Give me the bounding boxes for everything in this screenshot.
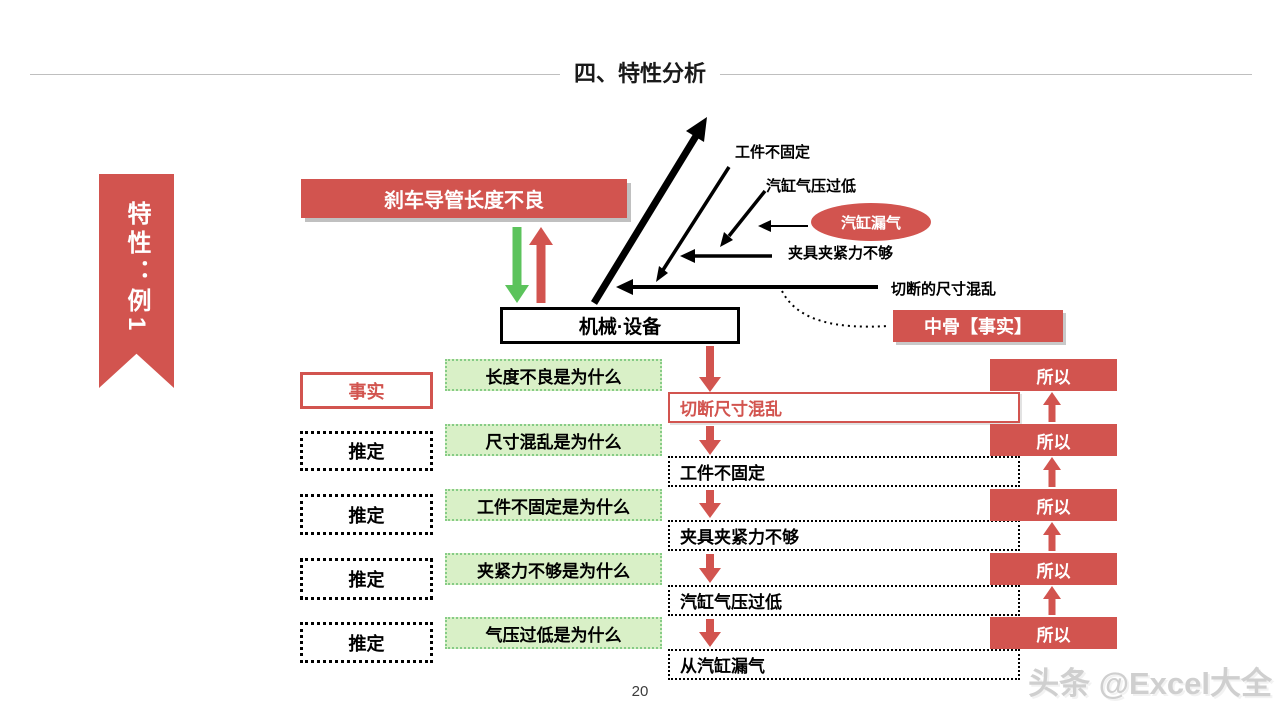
assumption-tag-box: 推定 xyxy=(300,431,433,471)
bone-arrow-4 xyxy=(616,279,878,295)
red-up-arrow xyxy=(529,227,553,303)
why-question-box: 气压过低是为什么 xyxy=(445,617,662,649)
flow-step-box: 切断尺寸混乱 xyxy=(668,392,1020,423)
why-question-box: 夹紧力不够是为什么 xyxy=(445,553,662,585)
page-title: 四、特性分析 xyxy=(559,56,721,88)
so-box: 所以 xyxy=(990,489,1117,521)
problem-box: 刹车导管长度不良 xyxy=(301,179,627,218)
assumption-tag-box: 推定 xyxy=(300,558,433,600)
why-question-box: 尺寸混乱是为什么 xyxy=(445,424,662,456)
bone-label-2: 汽缸气压过低 xyxy=(766,178,857,195)
flow-step-box: 汽缸气压过低 xyxy=(668,585,1020,616)
so-box: 所以 xyxy=(990,553,1117,585)
why-question-box: 长度不良是为什么 xyxy=(445,359,662,391)
cause-ellipse: 汽缸漏气 xyxy=(811,203,931,241)
bone-arrow-1 xyxy=(656,166,731,282)
bone-label-3: 夹具夹紧力不够 xyxy=(788,245,894,262)
category-box: 机械·设备 xyxy=(500,307,740,344)
flow-step-box: 从汽缸漏气 xyxy=(668,649,1020,680)
so-box: 所以 xyxy=(990,617,1117,649)
bone-label-1: 工件不固定 xyxy=(735,144,811,161)
so-box: 所以 xyxy=(990,359,1117,391)
bone-arrow-3 xyxy=(680,249,772,263)
fact-tag-box: 事实 xyxy=(300,372,433,409)
flow-step-box: 夹具夹紧力不够 xyxy=(668,520,1020,551)
section-ribbon-label: 特性：例1 xyxy=(123,200,150,336)
why-question-box: 工件不固定是为什么 xyxy=(445,489,662,521)
section-ribbon: 特性：例1 xyxy=(99,174,174,388)
green-down-arrow xyxy=(505,227,529,303)
bone-label-4: 切断的尺寸混乱 xyxy=(891,281,997,298)
page-number: 20 xyxy=(631,683,649,700)
assumption-tag-box: 推定 xyxy=(300,622,433,663)
ellipse-arrow xyxy=(758,220,808,232)
callout-dotted-connector xyxy=(781,290,889,328)
callout-box: 中骨【事实】 xyxy=(893,310,1063,342)
flow-step-box: 工件不固定 xyxy=(668,456,1020,487)
bone-arrow-2 xyxy=(720,189,767,247)
watermark: 头条 @Excel大全 xyxy=(1028,666,1272,701)
assumption-tag-box: 推定 xyxy=(300,494,433,535)
so-box: 所以 xyxy=(990,424,1117,456)
